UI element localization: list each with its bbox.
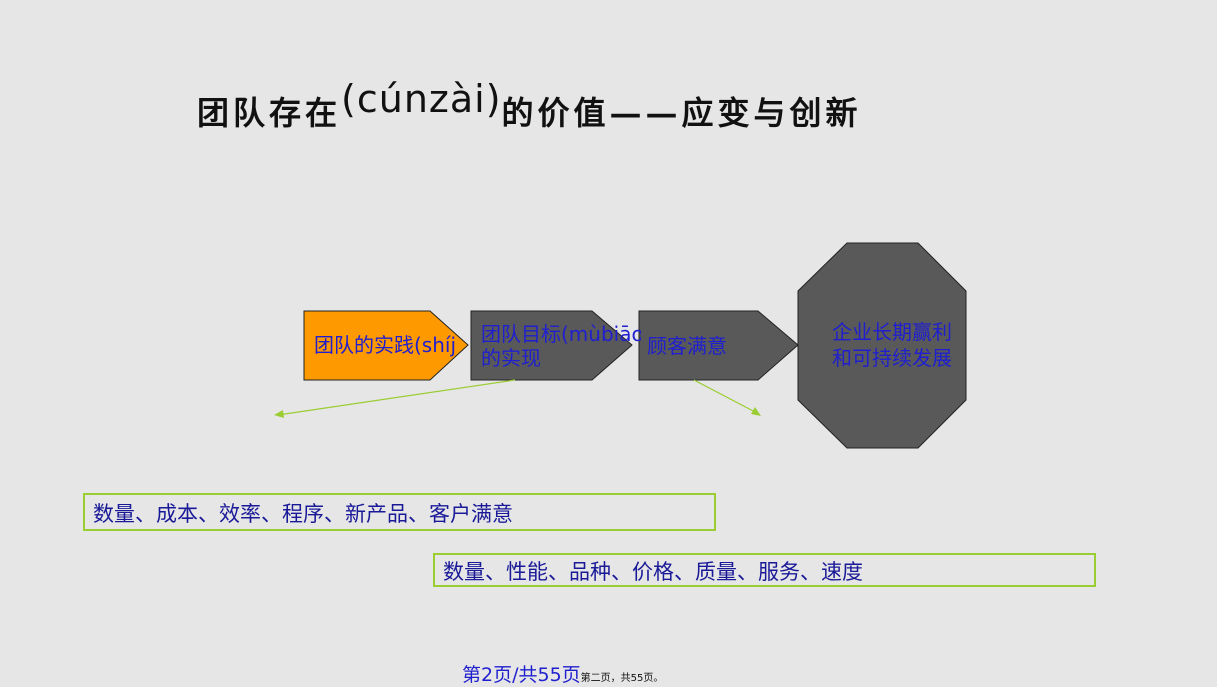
step-practice-label: 团队的实践(shíj [314, 333, 457, 357]
title-pinyin: (cúnzài) [341, 77, 502, 121]
connector-right [693, 379, 758, 414]
goal-octagon [797, 242, 967, 449]
arrowhead-right [751, 407, 761, 416]
page-indicator-small: 第二页，共55页。 [580, 673, 664, 684]
page-indicator: 第2页/共55页 [462, 664, 581, 686]
step-goal-arrow [470, 310, 633, 381]
internal-metrics-text: 数量、成本、效率、程序、新产品、客户满意 [93, 502, 513, 526]
connector-left [277, 379, 516, 416]
title-part2: 的价值——应变与创新 [501, 94, 862, 132]
page-footer: 第2页/共55页第二页，共55页。 [462, 660, 663, 687]
title-part1: 团队存在 [197, 94, 342, 132]
external-metrics-box: 数量、性能、品种、价格、质量、服务、速度 [433, 553, 1096, 587]
external-metrics-text: 数量、性能、品种、价格、质量、服务、速度 [443, 560, 863, 584]
goal-label-line2: 和可持续发展 [832, 346, 952, 370]
internal-metrics-box: 数量、成本、效率、程序、新产品、客户满意 [83, 493, 716, 531]
arrowhead-left [274, 410, 284, 418]
step-satisfaction-label: 顾客满意 [647, 334, 727, 358]
step-satisfaction-arrow [638, 310, 799, 381]
step-goal-label-line2: 的实现 [481, 346, 541, 370]
goal-label-line1: 企业长期赢利 [832, 320, 952, 344]
slide-title: 团队存在(cúnzài)的价值——应变与创新 [197, 77, 957, 136]
step-practice-arrow [303, 310, 469, 381]
step-goal-label-line1: 团队目标(mùbiāo [481, 322, 641, 346]
